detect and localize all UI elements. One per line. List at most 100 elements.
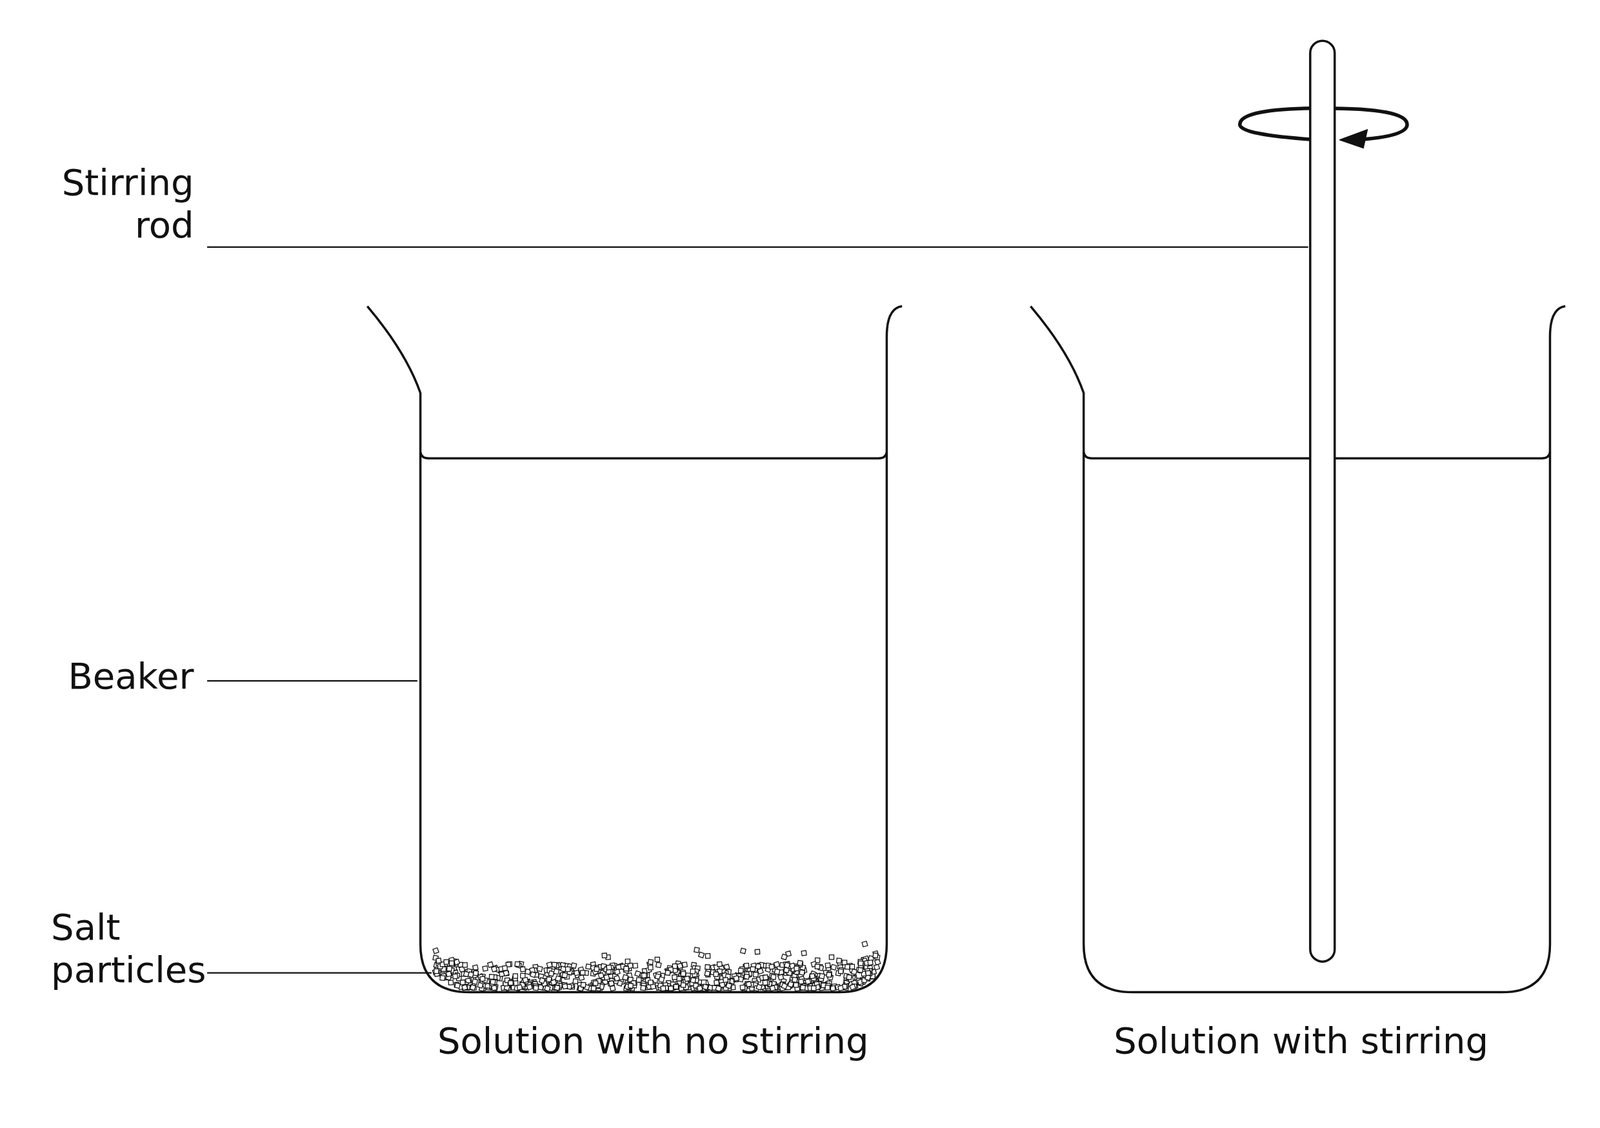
salt-particle [798,978,804,984]
salt-particle [696,985,703,991]
leader-line [207,680,418,682]
salt-particle [733,975,740,982]
salt-particle [825,962,831,968]
salt-particle [865,970,871,976]
salt-particle [503,969,510,976]
salt-particle [872,952,879,959]
salt-particle [674,984,679,990]
salt-particle [548,970,555,977]
salt-particle [469,984,476,991]
salt-particle [858,967,864,973]
salt-particle [838,985,844,991]
salt-particle [745,981,752,988]
salt-particle [614,969,620,975]
salt-particle [673,983,680,990]
salt-particle [449,960,455,966]
salt-particle [827,971,833,977]
salt-particle [598,972,604,979]
salt-particle [472,970,479,976]
salt-particle [784,961,791,968]
salt-particle [756,983,762,990]
salt-particle [526,983,533,990]
salt-particle [603,974,610,980]
salt-particle [660,985,666,991]
salt-particle [849,963,855,969]
salt-particle [814,963,820,969]
salt-particle [717,961,723,967]
stirring-rod [1310,40,1335,962]
salt-particle [445,970,452,977]
salt-particle [673,983,679,989]
salt-particle [829,954,834,960]
salt-particle [508,980,513,986]
salt-particle [838,968,844,974]
salt-particle [738,967,744,973]
salt-particle [778,974,784,980]
salt-particle [477,981,484,988]
salt-particle [533,985,539,991]
salt-particle [769,963,775,970]
salt-particle [690,968,696,974]
salt-particle [452,973,459,979]
salt-particle [845,964,850,970]
salt-particle [705,953,710,959]
salt-particle [432,947,439,954]
salt-particle [461,984,468,991]
part-label: Salt particles [50,905,245,991]
salt-particle [715,985,722,991]
salt-particle [805,978,811,985]
salt-particle [723,977,729,983]
salt-particle [656,961,662,968]
salt-particle [698,951,705,958]
salt-particle [849,983,856,990]
salt-particle [794,965,799,971]
salt-particle [787,981,794,988]
salt-particle [489,974,494,979]
salt-particle [861,941,868,948]
salt-particle [740,984,746,990]
salt-particle [788,981,793,987]
salt-particle [553,968,560,975]
salt-particle [572,978,579,984]
salt-particle [520,966,526,972]
salt-particle [544,985,551,991]
salt-particle [608,980,615,986]
salt-particle [769,985,776,991]
salt-particle [434,968,439,973]
salt-particle [516,984,522,990]
salt-particle [594,966,599,971]
salt-particle [647,959,653,965]
salt-particle [725,982,732,989]
salt-particle [514,961,520,967]
caption-label: Solution with stirring [1010,1019,1592,1062]
salt-particle [590,985,597,991]
salt-particle [573,969,580,976]
salt-particle [522,976,528,982]
salt-particle [743,973,750,980]
salt-particle [491,985,497,991]
beaker-outline [1030,306,1566,993]
salt-particle [512,973,518,979]
salt-particle [781,953,788,960]
salt-particle [546,961,553,968]
salt-particle [690,977,697,984]
salt-particle [623,966,629,971]
salt-particle [561,972,568,978]
salt-particle [502,965,508,971]
salt-particle [801,950,807,956]
salt-particle [554,984,560,991]
salt-particle [684,975,691,982]
salt-particle [460,979,466,985]
salt-particle [846,974,852,980]
salt-particle [641,972,647,979]
salt-particle [580,981,586,987]
salt-particle [580,970,586,975]
salt-particle [654,956,660,962]
salt-particle [554,984,560,991]
salt-particle [858,960,864,966]
salt-particle [622,974,629,980]
salt-particle [762,980,768,986]
salt-particle [694,947,700,953]
salt-particle [740,947,747,954]
salt-particle [648,965,653,970]
